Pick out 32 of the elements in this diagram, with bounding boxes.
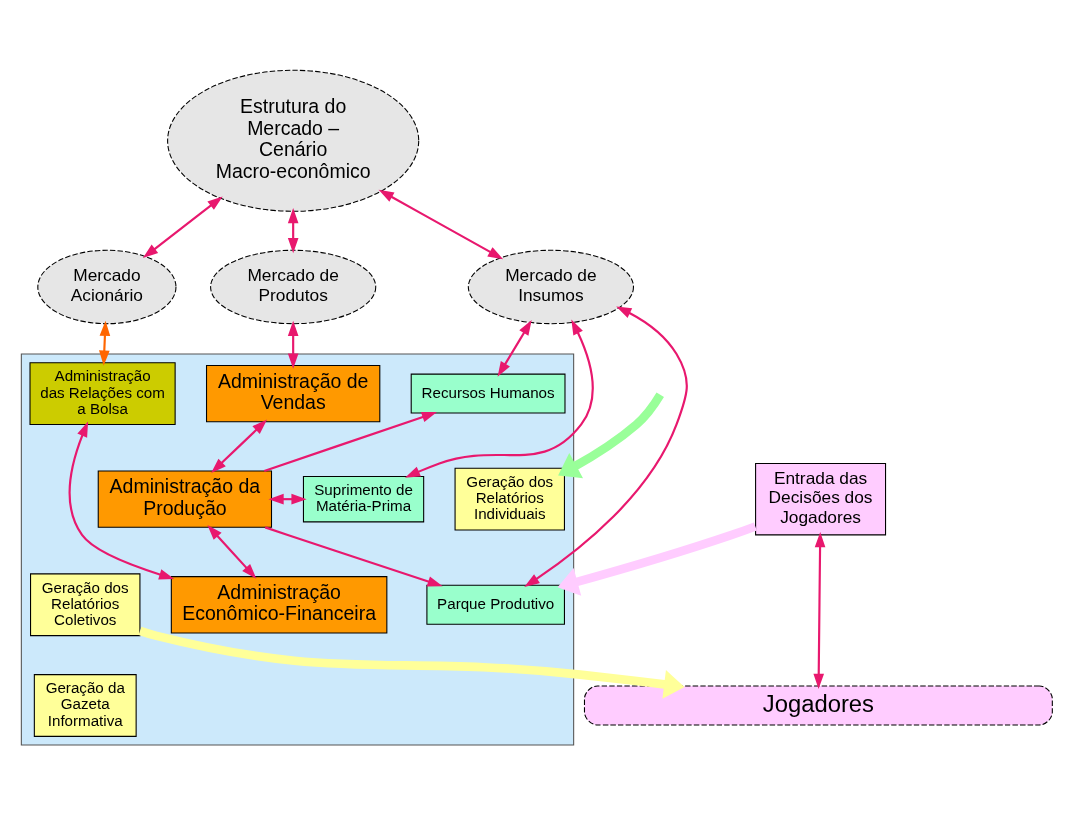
arrow: [263, 411, 437, 473]
node-box: Entrada das Decisões dos Jogadores: [755, 462, 887, 536]
arrow: [268, 493, 307, 505]
arrow: [497, 320, 532, 377]
arrow: [524, 306, 688, 587]
arrow: [211, 419, 268, 473]
node-box: Recursos Humanos: [410, 373, 566, 414]
node-ellipse: Mercado de Produtos: [210, 249, 377, 325]
arrow: [404, 319, 594, 478]
arrow: [207, 525, 257, 579]
arrow: [557, 522, 757, 596]
node-ellipse: Mercado Acionário: [37, 249, 177, 325]
node-box: Parque Produtivo: [426, 584, 565, 625]
arrow: [558, 392, 664, 479]
node-box: Geração dos Relatórios Individuais: [454, 467, 565, 531]
arrow: [813, 532, 826, 689]
arrow: [287, 208, 299, 254]
node-box: Administração Econômico-Financeira: [170, 576, 388, 634]
node-box: Jogadores: [583, 685, 1053, 726]
arrow: [264, 526, 443, 587]
arrow: [99, 320, 111, 366]
node-box: Geração da Gazeta Informativa: [33, 674, 137, 737]
arrow: [378, 189, 504, 260]
node-box: Administração de Vendas: [206, 364, 381, 423]
node-box: Geração dos Relatórios Coletivos: [30, 573, 141, 637]
node-box: Administração da Produção: [97, 470, 273, 528]
arrow: [138, 626, 685, 699]
arrow: [287, 320, 299, 369]
arrow: [68, 421, 175, 580]
node-box: Suprimento de Matéria-Prima: [302, 475, 425, 523]
node-box: Administração das Relações com a Bolsa: [29, 362, 176, 425]
arrow: [142, 196, 223, 259]
